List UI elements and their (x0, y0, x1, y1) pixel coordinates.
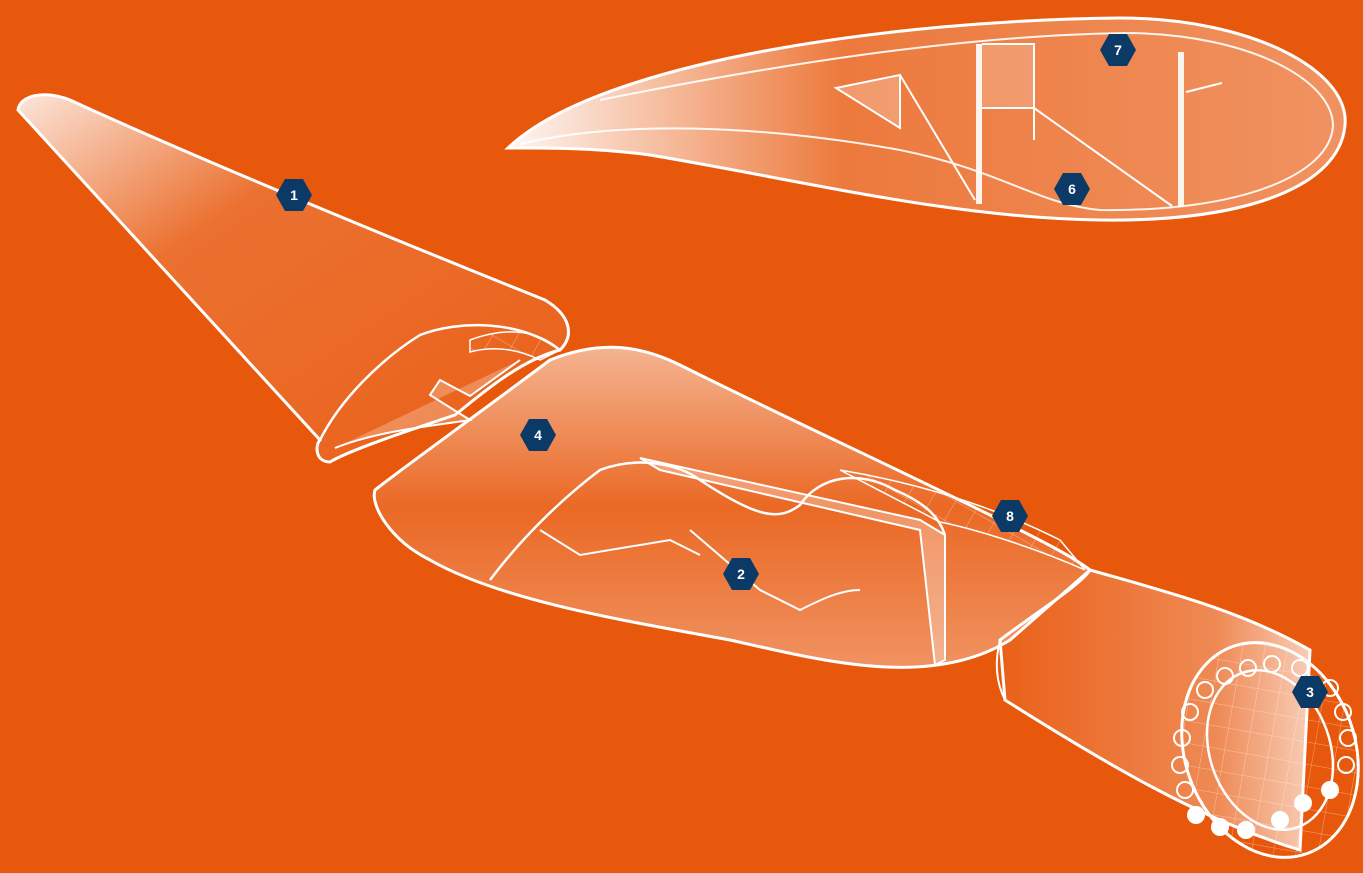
marker-1: 1 (275, 178, 313, 212)
marker-8-label: 8 (991, 499, 1029, 533)
marker-6: 6 (1053, 172, 1091, 206)
marker-1-label: 1 (275, 178, 313, 212)
marker-7-label: 7 (1099, 33, 1137, 67)
marker-7: 7 (1099, 33, 1137, 67)
marker-2-label: 2 (722, 557, 760, 591)
marker-2: 2 (722, 557, 760, 591)
marker-4: 4 (519, 418, 557, 452)
blade-root-section (997, 570, 1363, 873)
marker-4-label: 4 (519, 418, 557, 452)
marker-6-label: 6 (1053, 172, 1091, 206)
marker-3: 3 (1291, 675, 1329, 709)
marker-8: 8 (991, 499, 1029, 533)
airfoil-cross-section (508, 18, 1345, 220)
marker-3-label: 3 (1291, 675, 1329, 709)
